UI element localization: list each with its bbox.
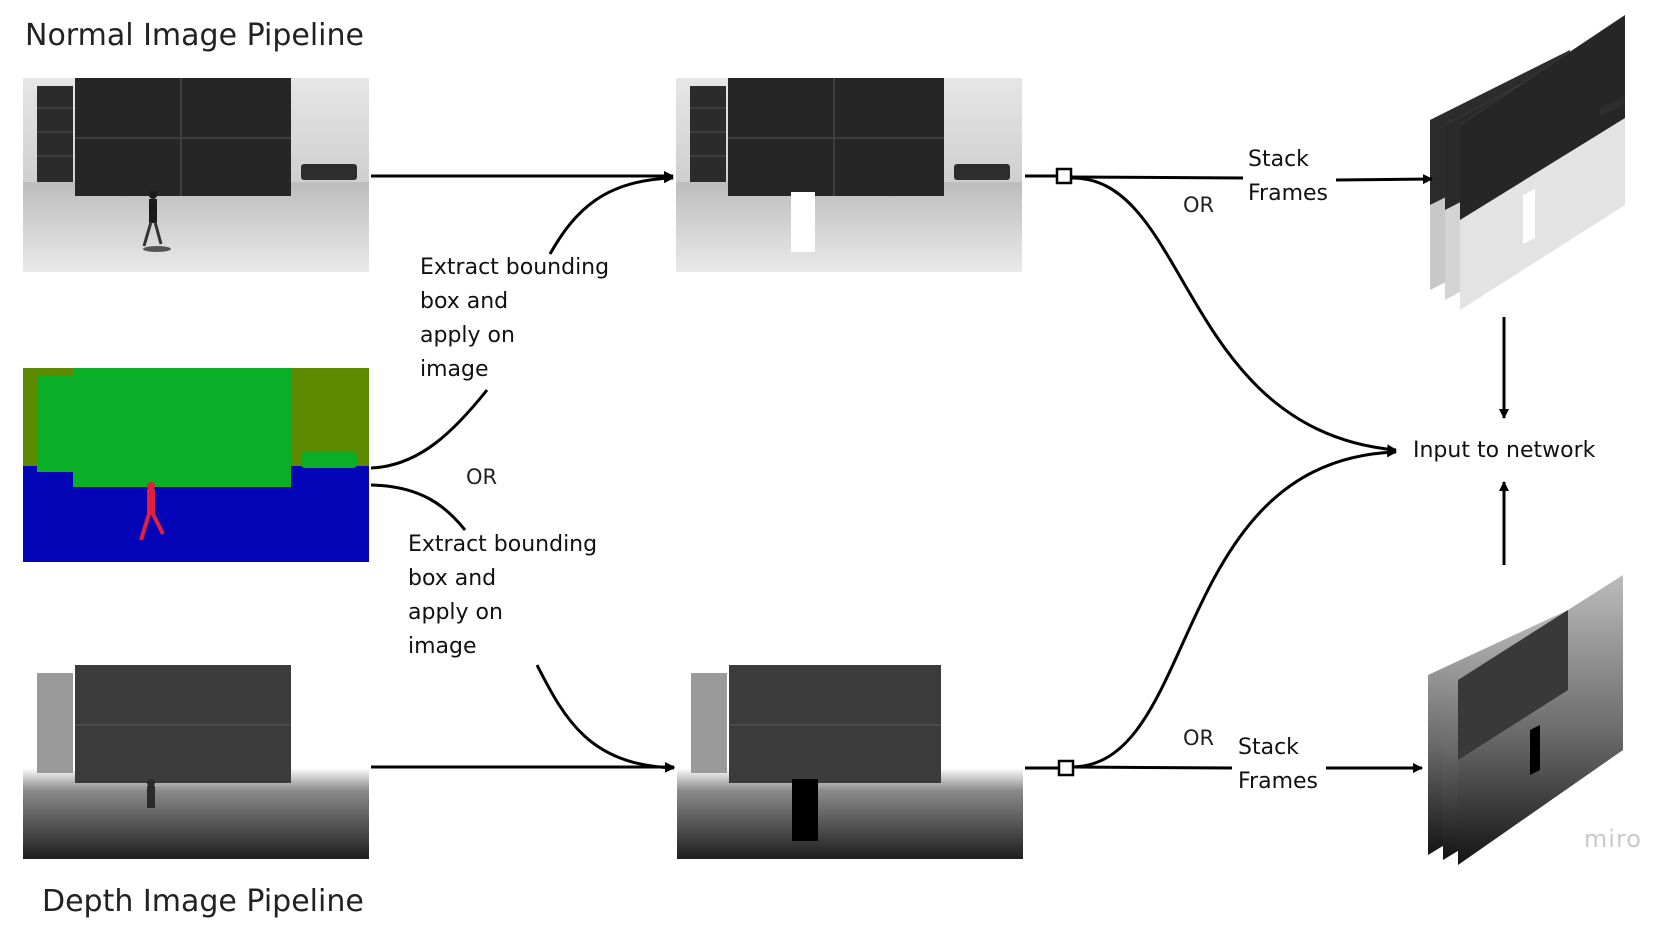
segmentation-image (23, 368, 369, 562)
or-label-bottom: OR (1183, 726, 1215, 750)
stacked-normal-frames (1420, 10, 1650, 315)
miro-watermark: miro (1583, 825, 1642, 853)
depth-masked-image (677, 665, 1023, 859)
or-label-top: OR (1183, 193, 1215, 217)
normal-masked-image (676, 78, 1022, 272)
depth-input-image (23, 665, 369, 859)
stack-frames-label-top: Stack Frames (1248, 147, 1329, 206)
extract-label-bottom: Extract bounding box and apply on image (408, 532, 598, 659)
normal-input-image (23, 78, 369, 272)
input-to-network-label: Input to network (1413, 438, 1596, 463)
normal-pipeline-title: Normal Image Pipeline (25, 18, 364, 53)
junction-node-bottom (1057, 759, 1075, 777)
extract-label-top: Extract bounding box and apply on image (420, 255, 610, 382)
stack-frames-label-bottom: Stack Frames (1238, 735, 1319, 794)
stacked-depth-frames (1418, 565, 1648, 865)
depth-pipeline-title: Depth Image Pipeline (42, 884, 364, 919)
or-label-middle: OR (466, 465, 498, 489)
junction-node-top (1055, 167, 1073, 185)
